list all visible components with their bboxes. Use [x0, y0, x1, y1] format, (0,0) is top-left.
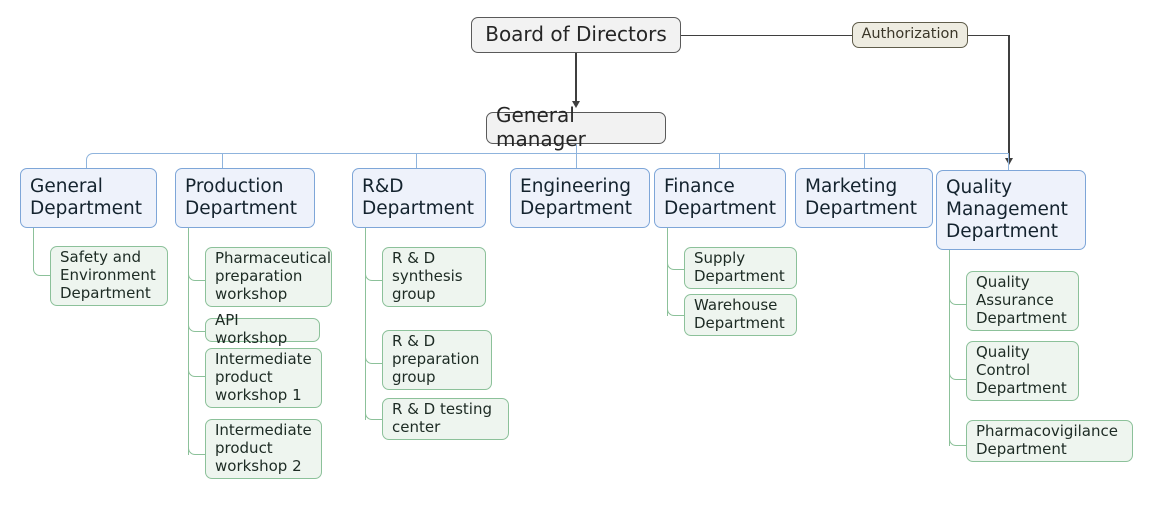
arrowhead-board-to-general-manager [571, 101, 580, 108]
node-department-rnd[interactable]: R&D Department [352, 168, 486, 228]
elbow-rnd-child-1 [365, 265, 383, 281]
node-sub-api-workshop[interactable]: API workshop [205, 311, 320, 347]
node-general-manager[interactable]: General manager [486, 104, 666, 151]
node-board-of-directors[interactable]: Board of Directors [471, 17, 681, 53]
elbow-production-child-2 [188, 316, 206, 332]
node-label: Finance Department [664, 176, 776, 219]
node-sub-pharmacovigilance-department[interactable]: Pharmacovigilance Department [966, 420, 1133, 462]
node-label: Safety and Environment Department [60, 248, 156, 302]
elbow-quality-child-2 [949, 364, 967, 380]
bus-left-elbow [86, 153, 100, 169]
elbow-quality-child-3 [949, 430, 967, 446]
edge-authorization-right [968, 34, 1010, 37]
edge-authorization-down [1008, 34, 1010, 160]
elbow-quality-child-1 [949, 289, 967, 305]
node-label: Supply Department [694, 249, 785, 285]
node-label: Board of Directors [485, 22, 667, 47]
node-label: R & D testing center [392, 400, 492, 436]
node-label: API workshop [215, 311, 288, 347]
node-label: Pharmacovigilance Department [976, 422, 1118, 458]
elbow-finance-child-2 [667, 300, 685, 316]
node-sub-rnd-preparation-group[interactable]: R & D preparation group [382, 330, 492, 390]
spine-rnd [365, 228, 367, 420]
elbow-production-child-4 [188, 439, 206, 455]
node-department-production[interactable]: Production Department [175, 168, 315, 228]
node-sub-quality-assurance-department[interactable]: Quality Assurance Department [966, 271, 1079, 331]
node-label: General Department [30, 176, 142, 219]
edge-general-manager-stub [575, 144, 577, 154]
node-sub-safety-and-environment[interactable]: Safety and Environment Department [50, 246, 168, 306]
node-label: Intermediate product workshop 2 [215, 421, 312, 475]
node-label: Marketing Department [805, 176, 917, 219]
node-label: Warehouse Department [694, 296, 785, 332]
edge-board-to-general-manager [575, 53, 577, 103]
node-label: General manager [496, 103, 586, 151]
node-sub-pharmaceutical-preparation-workshop[interactable]: Pharmaceutical preparation workshop [205, 247, 332, 307]
node-label: Engineering Department [520, 176, 632, 219]
elbow-rnd-child-3 [365, 404, 383, 420]
node-label: Quality Management Department [946, 177, 1068, 242]
bus-drop-engineering [575, 153, 577, 169]
elbow-rnd-child-2 [365, 348, 383, 364]
elbow-general-child-1 [33, 260, 51, 276]
bus-drop-marketing [864, 153, 866, 169]
node-label: Quality Assurance Department [976, 273, 1067, 327]
elbow-production-child-1 [188, 265, 206, 281]
node-department-marketing[interactable]: Marketing Department [795, 168, 933, 228]
node-label: Quality Control Department [976, 343, 1067, 397]
bus-horizontal [99, 153, 1009, 155]
node-label: R&D Department [362, 176, 474, 219]
bus-drop-rnd [416, 153, 418, 169]
node-sub-intermediate-product-workshop-2[interactable]: Intermediate product workshop 2 [205, 419, 322, 479]
node-sub-intermediate-product-workshop-1[interactable]: Intermediate product workshop 1 [205, 348, 322, 408]
spine-finance [667, 228, 669, 316]
node-department-engineering[interactable]: Engineering Department [510, 168, 650, 228]
bus-drop-production [222, 153, 224, 169]
spine-production [188, 228, 190, 455]
node-department-quality-management[interactable]: Quality Management Department [936, 170, 1086, 250]
node-label: R & D synthesis group [392, 249, 463, 303]
node-sub-warehouse-department[interactable]: Warehouse Department [684, 294, 797, 336]
elbow-finance-child-1 [667, 254, 685, 270]
bus-drop-quality [1008, 153, 1010, 170]
node-department-finance[interactable]: Finance Department [654, 168, 786, 228]
node-label: Pharmaceutical preparation workshop [215, 249, 332, 303]
node-department-general[interactable]: General Department [20, 168, 157, 228]
node-label: Intermediate product workshop 1 [215, 350, 312, 404]
edge-board-to-authorization [681, 34, 852, 37]
spine-quality [949, 250, 951, 446]
node-authorization[interactable]: Authorization [852, 22, 968, 48]
node-sub-supply-department[interactable]: Supply Department [684, 247, 797, 289]
elbow-production-child-3 [188, 361, 206, 377]
node-label: R & D preparation group [392, 332, 480, 386]
node-sub-quality-control-department[interactable]: Quality Control Department [966, 341, 1079, 401]
node-sub-rnd-testing-center[interactable]: R & D testing center [382, 398, 509, 440]
spine-general [33, 228, 35, 270]
bus-drop-finance [719, 153, 721, 169]
node-sub-rnd-synthesis-group[interactable]: R & D synthesis group [382, 247, 486, 307]
node-label: Authorization [861, 26, 959, 43]
node-label: Production Department [185, 176, 297, 219]
